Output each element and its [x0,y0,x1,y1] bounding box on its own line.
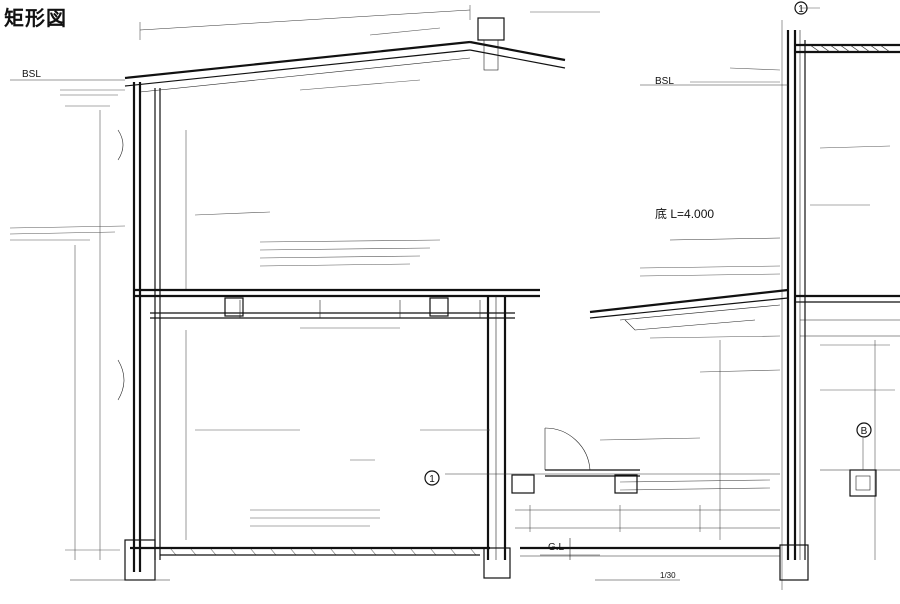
scale-note: 1/30 [660,571,676,580]
left-roof [124,5,566,93]
right-annotations [599,7,895,560]
grid-marker-1-top: 1 [794,1,808,15]
left-wall-exterior [74,82,187,572]
level-gl: G.L [548,542,565,553]
level-bsl-left: BSL [22,69,41,80]
dimension-note: 底 L=4.000 [655,206,714,221]
level-bsl-right: BSL [655,76,674,87]
grid-marker-b-label: B [861,426,868,437]
left-interior-column [483,296,511,579]
right-roof-truss [795,43,900,54]
left-beam [135,288,540,319]
grid-marker-1-mid: 1 [424,470,440,486]
left-floor [70,539,490,581]
level-lines [10,79,788,556]
left-annotations [9,11,600,551]
right-canopy [589,288,900,337]
grid-marker-1-mid-label: 1 [429,474,435,485]
drawing-title: 矩形図 [4,6,67,30]
grid-b-footing [820,438,900,497]
right-wall [779,20,809,590]
door-area [445,427,780,560]
grid-marker-1-top-label: 1 [798,4,804,15]
grid-marker-b: B [856,422,872,438]
scale-tag: 1/30 [595,571,680,581]
